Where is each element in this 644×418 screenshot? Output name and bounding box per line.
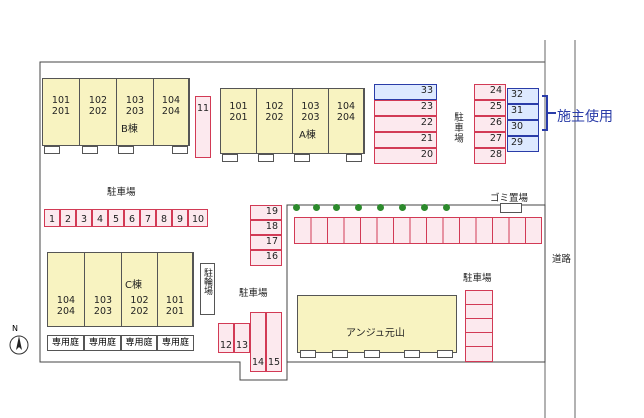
- parking-slot-15: 15: [266, 312, 282, 372]
- owner-bracket: [542, 95, 556, 131]
- parking-slot-2: 2: [60, 209, 76, 227]
- parking-slot-13: 13: [234, 323, 250, 353]
- parking-slot-1: 1: [44, 209, 60, 227]
- parking-slot-11: 11: [195, 96, 211, 158]
- north-label: N: [12, 324, 18, 333]
- porch: [364, 350, 380, 358]
- private-garden: 専用庭: [47, 335, 84, 351]
- building-anju-label: アンジュ元山: [346, 328, 405, 339]
- tree-icon: [377, 204, 384, 211]
- tree-icon: [443, 204, 450, 211]
- parking-slot-4: 4: [92, 209, 108, 227]
- owner-use-label: 施主使用: [557, 109, 613, 125]
- private-garden: 専用庭: [84, 335, 121, 351]
- porch: [437, 350, 453, 358]
- parking-slot-26: 26: [474, 116, 506, 132]
- parking-slot-29: 29: [507, 136, 539, 152]
- parking-slot-16: 16: [250, 250, 282, 266]
- parking-slot-6: 6: [124, 209, 140, 227]
- anju-parking-row: [294, 217, 542, 244]
- parking-slot-25: 25: [474, 100, 506, 116]
- porch: [82, 146, 98, 154]
- road-label: 道路: [552, 254, 572, 265]
- garbage-label: ゴミ置場: [490, 193, 529, 204]
- parking-slot-28: 28: [474, 148, 506, 164]
- porch: [346, 154, 362, 162]
- parking-slot-22: 22: [374, 116, 437, 132]
- building-c-label: C棟: [125, 280, 142, 291]
- parking-slot-23: 23: [374, 100, 437, 116]
- porch: [332, 350, 348, 358]
- tree-icon: [313, 204, 320, 211]
- parking-slot-7: 7: [140, 209, 156, 227]
- parking-slot-33: 33: [374, 84, 437, 100]
- parking-slot-30: 30: [507, 120, 539, 136]
- parking-slot-5: 5: [108, 209, 124, 227]
- tree-icon: [333, 204, 340, 211]
- bike-parking: 駐輪場: [200, 263, 215, 315]
- north-arrow-icon: N: [8, 324, 30, 355]
- porch: [172, 146, 188, 154]
- parking-slot-31: 31: [507, 104, 539, 120]
- parking-slot-19: 19: [250, 205, 282, 220]
- parking-label-center: 駐車場: [107, 187, 136, 198]
- parking-label-mid: 駐車場: [239, 288, 268, 299]
- tree-icon: [293, 204, 300, 211]
- parking-slot-21: 21: [374, 132, 437, 148]
- porch: [118, 146, 134, 154]
- porch: [44, 146, 60, 154]
- parking-slot-14: 14: [250, 312, 266, 372]
- porch: [222, 154, 238, 162]
- building-anju: アンジュ元山: [297, 295, 457, 353]
- parking-slot-10: 10: [188, 209, 208, 227]
- parking-slot-3: 3: [76, 209, 92, 227]
- garbage-station: [500, 203, 522, 213]
- tree-icon: [399, 204, 406, 211]
- parking-slot-18: 18: [250, 220, 282, 235]
- porch: [294, 154, 310, 162]
- parking-slot-20: 20: [374, 148, 437, 164]
- parking-slot-8: 8: [156, 209, 172, 227]
- parking-slot-24: 24: [474, 84, 506, 100]
- tree-icon: [355, 204, 362, 211]
- tree-icon: [421, 204, 428, 211]
- bike-parking-label: 駐輪場: [202, 268, 212, 295]
- parking-slot-17: 17: [250, 235, 282, 250]
- parking-slot-32: 32: [507, 88, 539, 104]
- parking-label-top-right: 駐車場: [452, 112, 463, 144]
- porch: [404, 350, 420, 358]
- parking-slot-9: 9: [172, 209, 188, 227]
- parking-slot-27: 27: [474, 132, 506, 148]
- anju-parking-column: [465, 290, 493, 362]
- building-a-label: A棟: [299, 130, 316, 141]
- porch: [300, 350, 316, 358]
- building-b-label: B棟: [121, 124, 138, 135]
- parking-slot-12: 12: [218, 323, 234, 353]
- private-garden: 専用庭: [121, 335, 157, 351]
- private-garden: 専用庭: [157, 335, 194, 351]
- parking-label-right: 駐車場: [463, 273, 492, 284]
- porch: [258, 154, 274, 162]
